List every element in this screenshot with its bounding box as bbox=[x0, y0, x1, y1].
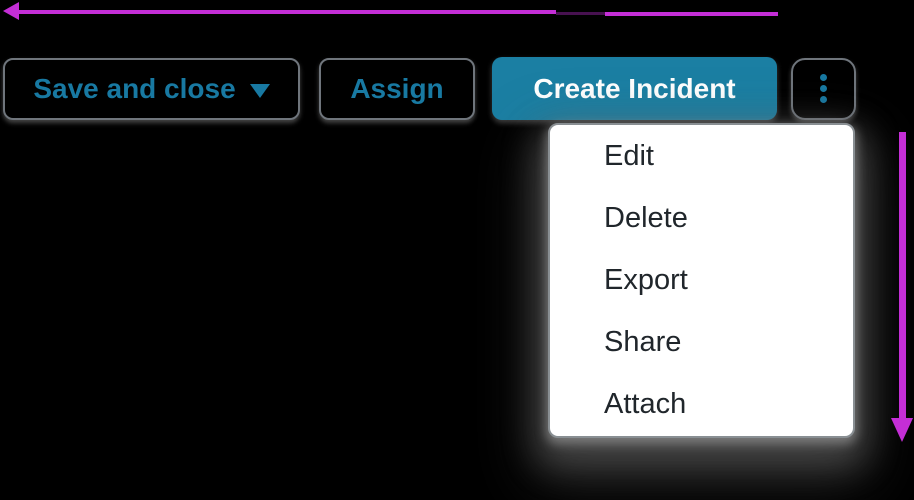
create-incident-label: Create Incident bbox=[533, 72, 736, 104]
menu-item-attach[interactable]: Attach bbox=[604, 388, 687, 421]
left-arrow-dark-overlap-segment bbox=[556, 11, 605, 16]
assign-label: Assign bbox=[350, 72, 444, 104]
menu-item-export[interactable]: Export bbox=[604, 264, 688, 296]
create-incident-button[interactable]: Create Incident bbox=[492, 57, 777, 120]
assign-button[interactable]: Assign bbox=[319, 58, 475, 120]
kebab-vertical-dots-icon bbox=[820, 74, 827, 104]
context-menu: Edit Delete Export Share Attach bbox=[548, 123, 855, 438]
down-arrowhead-icon bbox=[891, 418, 913, 442]
left-arrowhead-icon bbox=[3, 2, 19, 20]
left-arrow-line-segment bbox=[17, 9, 556, 14]
menu-item-share[interactable]: Share bbox=[604, 326, 682, 359]
down-arrow-line-segment bbox=[899, 132, 906, 418]
save-and-close-button[interactable]: Save and close bbox=[3, 58, 300, 120]
more-actions-kebab-button[interactable] bbox=[791, 58, 856, 120]
caret-down-icon bbox=[249, 83, 270, 98]
left-arrow-line-segment-2 bbox=[605, 11, 778, 16]
save-and-close-label: Save and close bbox=[33, 72, 236, 104]
menu-item-edit[interactable]: Edit bbox=[604, 139, 654, 172]
menu-item-delete[interactable]: Delete bbox=[604, 201, 688, 234]
